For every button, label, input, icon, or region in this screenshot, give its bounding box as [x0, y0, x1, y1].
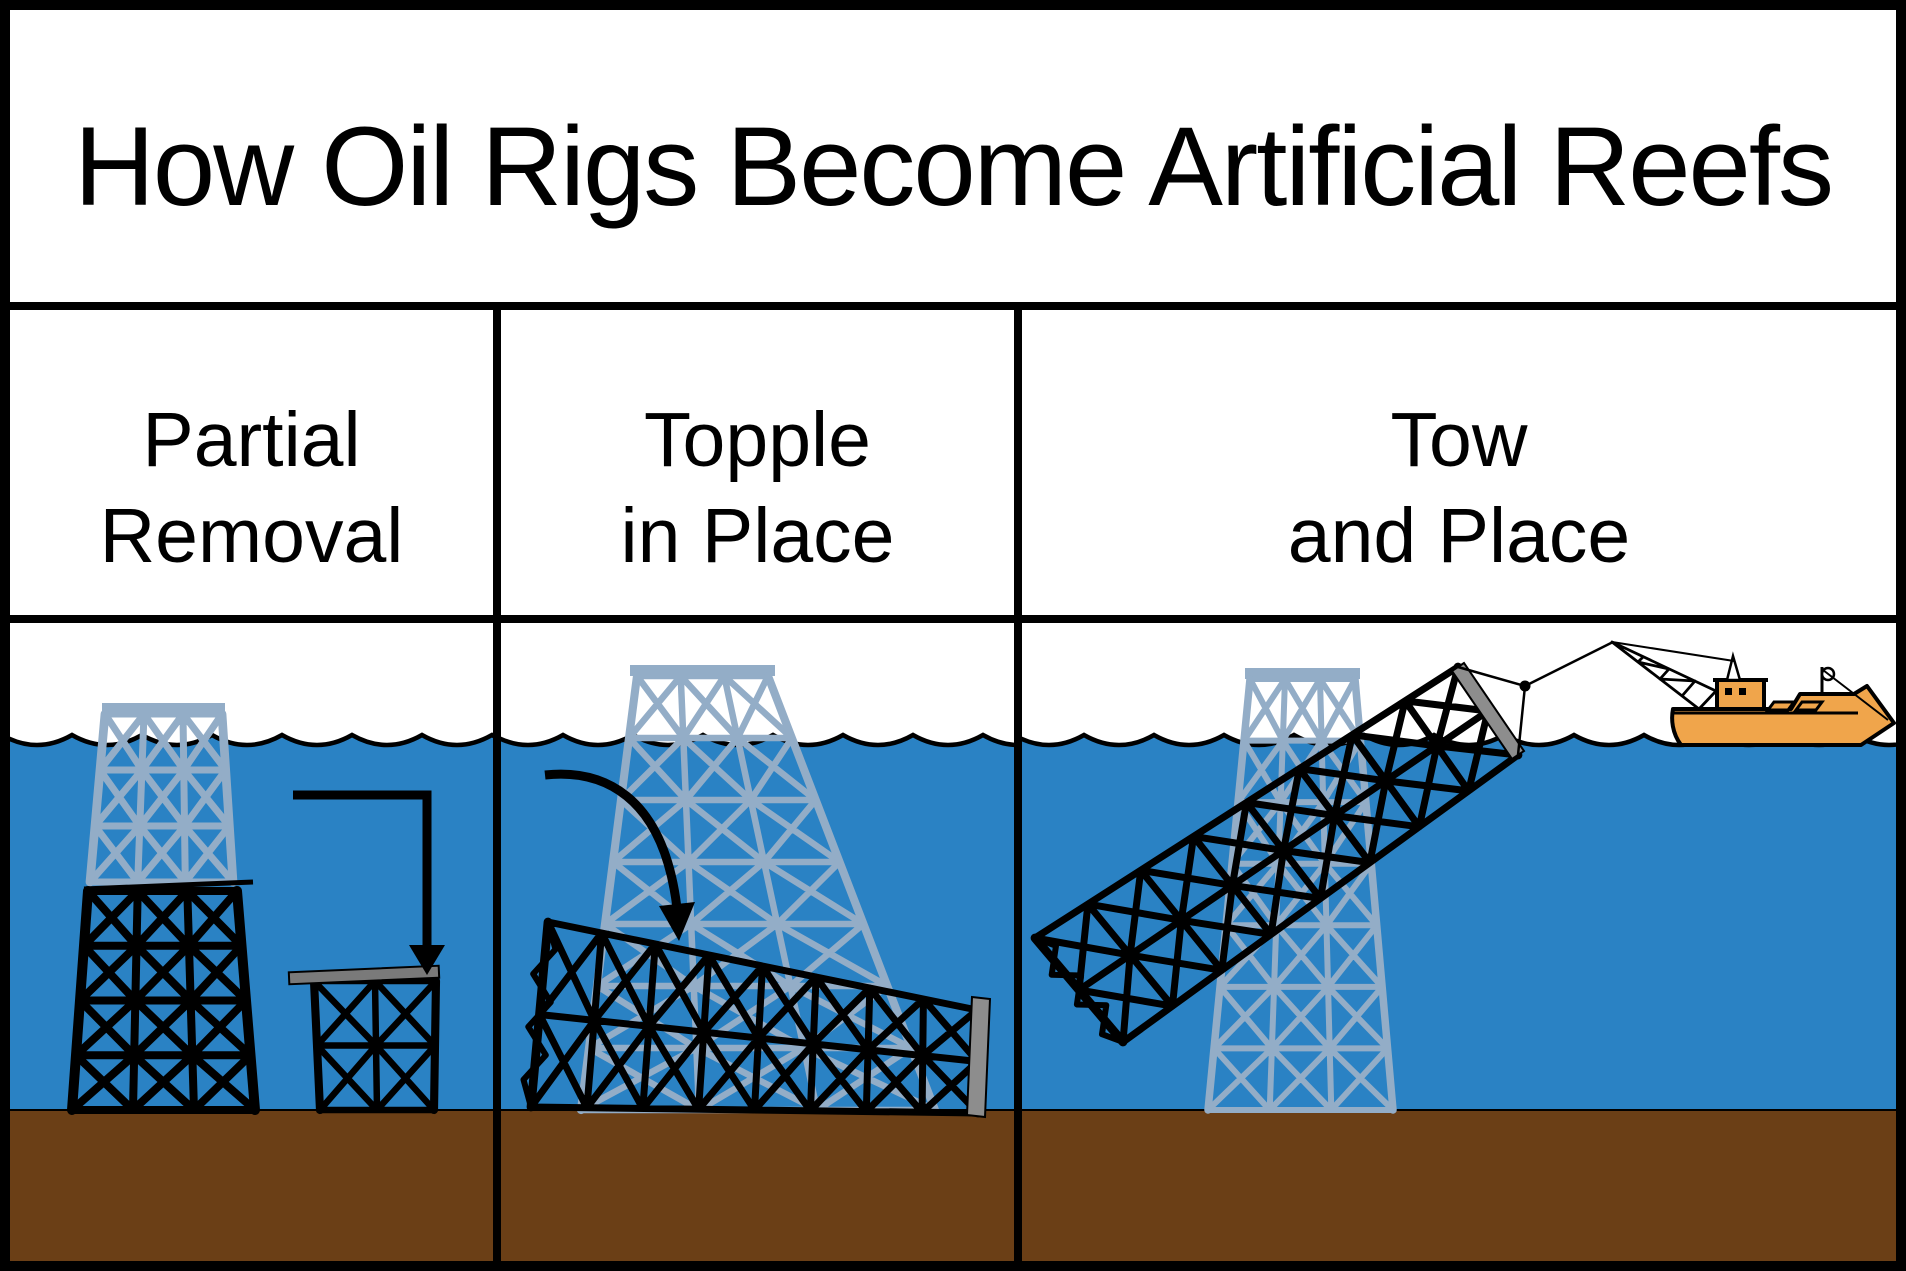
- header-tow-and-place: Tow and Place: [1022, 310, 1896, 615]
- deck-hatch: [1765, 700, 1797, 712]
- removed-top-section-ghost-rig-icon: [85, 703, 238, 887]
- hull: [1670, 684, 1896, 747]
- boom-backstay: [1611, 641, 1735, 662]
- ghost-rig-deck: [1245, 668, 1360, 679]
- cabin-window: [1739, 688, 1746, 695]
- panel-partial-removal: [10, 623, 493, 1261]
- title-section: How Oil Rigs Become Artificial Reefs: [10, 10, 1896, 302]
- crumpled-end: [1032, 935, 1126, 1045]
- cut-stub-with-cap-icon: [287, 964, 441, 1115]
- ghost-rig-deck: [630, 665, 775, 676]
- rig-end-plate: [1450, 661, 1526, 761]
- panel-tow-and-place: [1022, 623, 1896, 1261]
- header-tow-and-place-label: Tow and Place: [1288, 392, 1630, 584]
- seafloor: [1022, 1110, 1896, 1261]
- towed-rig-on-cable-icon: [1030, 661, 1526, 1047]
- remaining-rig-base-icon: [67, 879, 260, 1115]
- waterline-waves-icon: [10, 732, 493, 748]
- toppled-rig-icon: [520, 917, 992, 1119]
- scene-tow-and-place: [1022, 732, 1896, 1261]
- down-arrow-icon: [293, 790, 445, 975]
- header-topple-in-place: Topple in Place: [501, 310, 1014, 615]
- tow-and-place-illustration: [1022, 640, 1896, 1261]
- header-partial-removal: Partial Removal: [10, 310, 493, 615]
- cabin-window: [1725, 688, 1732, 695]
- header-line: and Place: [1287, 492, 1631, 579]
- kingpost: [1725, 651, 1742, 682]
- header-line: Topple: [644, 396, 871, 483]
- crane-barge-icon: [1670, 651, 1896, 747]
- rig-base-lattice: [67, 886, 260, 1115]
- header-line: Tow: [1390, 396, 1528, 483]
- topple-in-place-illustration: [501, 665, 1014, 1261]
- partial-removal-illustration: [10, 703, 493, 1261]
- stub-cap-plate: [287, 964, 441, 986]
- sea-background: [1022, 732, 1896, 1261]
- seafloor: [501, 1110, 1014, 1261]
- rig-end-plate: [965, 995, 992, 1119]
- header-partial-removal-label: Partial Removal: [100, 392, 404, 584]
- seafloor: [10, 1110, 493, 1261]
- tow-cables-icon: [1457, 640, 1614, 756]
- ghost-rig-deck: [102, 703, 225, 714]
- panel-topple-in-place: [501, 623, 1014, 1261]
- ghost-rig-lattice: [85, 709, 238, 887]
- crumpled-end: [520, 919, 559, 1110]
- curved-topple-arrow-icon: [544, 769, 695, 941]
- header-line: Partial: [142, 396, 361, 483]
- header-topple-in-place-label: Topple in Place: [621, 392, 895, 584]
- header-line: in Place: [620, 492, 895, 579]
- header-line: Removal: [99, 492, 404, 579]
- crane-boom-icon: [1610, 640, 1735, 711]
- deck-hatch: [1793, 700, 1825, 712]
- rigging-line: [1822, 669, 1889, 721]
- cable-junction: [1519, 680, 1531, 692]
- page-title: How Oil Rigs Become Artificial Reefs: [74, 103, 1834, 229]
